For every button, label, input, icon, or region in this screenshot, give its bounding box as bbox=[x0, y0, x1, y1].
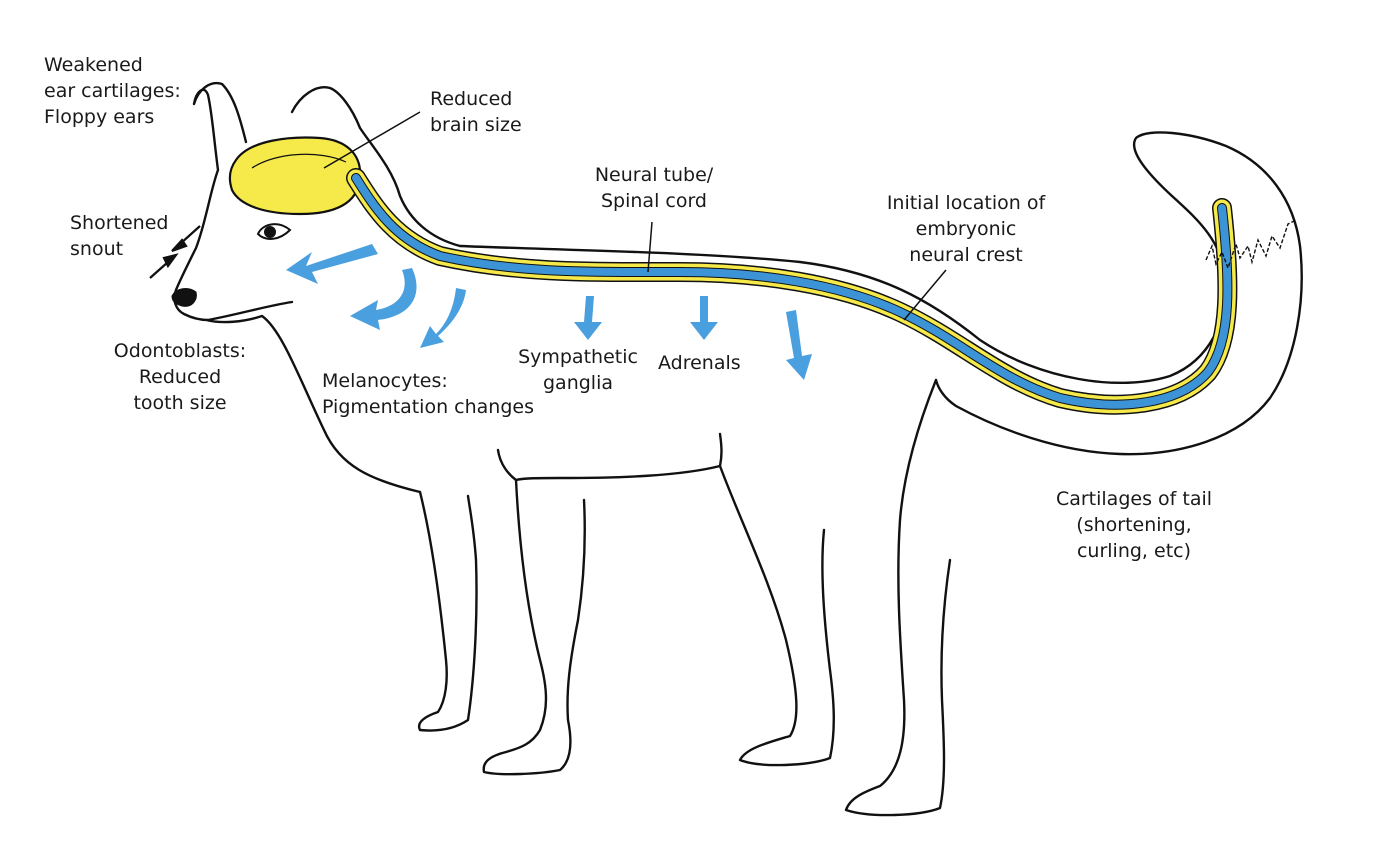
label-tail-line3: curling, etc) bbox=[1076, 540, 1192, 562]
label-teeth-line1: Odontoblasts: bbox=[113, 340, 247, 362]
label-teeth-line3: tooth size bbox=[133, 392, 227, 414]
leader-neural-crest bbox=[903, 269, 947, 321]
migration-arrow-sympathetic bbox=[574, 296, 602, 340]
migration-arrow-adrenals bbox=[690, 296, 718, 340]
label-ears: Weakened ear cartilages: Floppy ears bbox=[44, 52, 181, 130]
label-melanocytes: Melanocytes: Pigmentation changes bbox=[322, 368, 534, 420]
dog-hind-leg-far bbox=[718, 464, 835, 767]
label-ears-line2: ear cartilages: bbox=[44, 80, 181, 102]
eye bbox=[256, 223, 292, 240]
leader-brain bbox=[323, 111, 421, 169]
dog-hind-leg-near bbox=[844, 378, 952, 817]
nose bbox=[171, 288, 197, 307]
dog-front-leg-far bbox=[417, 490, 478, 732]
migration-arrow-snout bbox=[286, 244, 378, 284]
label-snout: Shortened snout bbox=[70, 210, 168, 262]
label-neural-crest-line1: Initial location of bbox=[886, 192, 1046, 214]
label-tail-line1: Cartilages of tail bbox=[1055, 488, 1213, 510]
dog-belly-outline bbox=[496, 432, 723, 482]
label-teeth-line2: Reduced bbox=[138, 366, 222, 388]
label-ears-line3: Floppy ears bbox=[44, 106, 155, 128]
label-neural-crest-line3: neural crest bbox=[909, 244, 1023, 266]
snout-compression-arrows bbox=[149, 225, 201, 279]
dog-front-leg-near bbox=[482, 478, 586, 776]
neural-tube-spinal-cord bbox=[346, 168, 1238, 415]
dog-head-outline bbox=[173, 81, 462, 494]
label-brain-line2: brain size bbox=[430, 114, 522, 136]
label-neural-tube-line2: Spinal cord bbox=[600, 190, 707, 212]
label-neural-tube-line1: Neural tube/ bbox=[594, 164, 714, 186]
label-neural-crest-line2: embryonic bbox=[915, 218, 1017, 240]
migration-arrow-teeth bbox=[350, 268, 417, 330]
label-teeth: Odontoblasts: Reduced tooth size bbox=[100, 338, 260, 416]
label-sympathetic: Sympathetic ganglia bbox=[508, 344, 648, 396]
migration-arrows bbox=[286, 244, 812, 380]
dog-back-outline bbox=[458, 131, 1303, 456]
label-neural-tube: Neural tube/ Spinal cord bbox=[574, 162, 734, 214]
brain bbox=[228, 136, 362, 216]
label-neural-crest: Initial location of embryonic neural cre… bbox=[866, 190, 1066, 268]
migration-arrow-melanocytes bbox=[420, 288, 466, 348]
label-adrenals-line1: Adrenals bbox=[658, 352, 741, 374]
label-ears-line1: Weakened bbox=[44, 54, 143, 76]
tail-fur-jagged bbox=[1205, 219, 1297, 271]
label-tail-line2: (shortening, bbox=[1076, 514, 1192, 536]
leader-neural-tube bbox=[647, 221, 653, 273]
label-brain: Reduced brain size bbox=[430, 86, 522, 138]
label-adrenals: Adrenals bbox=[658, 350, 741, 376]
label-melanocytes-line2: Pigmentation changes bbox=[322, 396, 534, 418]
label-melanocytes-line1: Melanocytes: bbox=[322, 370, 448, 392]
label-snout-line2: snout bbox=[70, 238, 124, 260]
label-snout-line1: Shortened bbox=[70, 212, 169, 234]
migration-arrow-posterior bbox=[786, 310, 812, 380]
label-brain-line1: Reduced bbox=[430, 88, 513, 110]
label-sympathetic-line2: ganglia bbox=[542, 372, 613, 394]
label-tail: Cartilages of tail (shortening, curling,… bbox=[1034, 486, 1234, 564]
label-sympathetic-line1: Sympathetic bbox=[518, 346, 638, 368]
